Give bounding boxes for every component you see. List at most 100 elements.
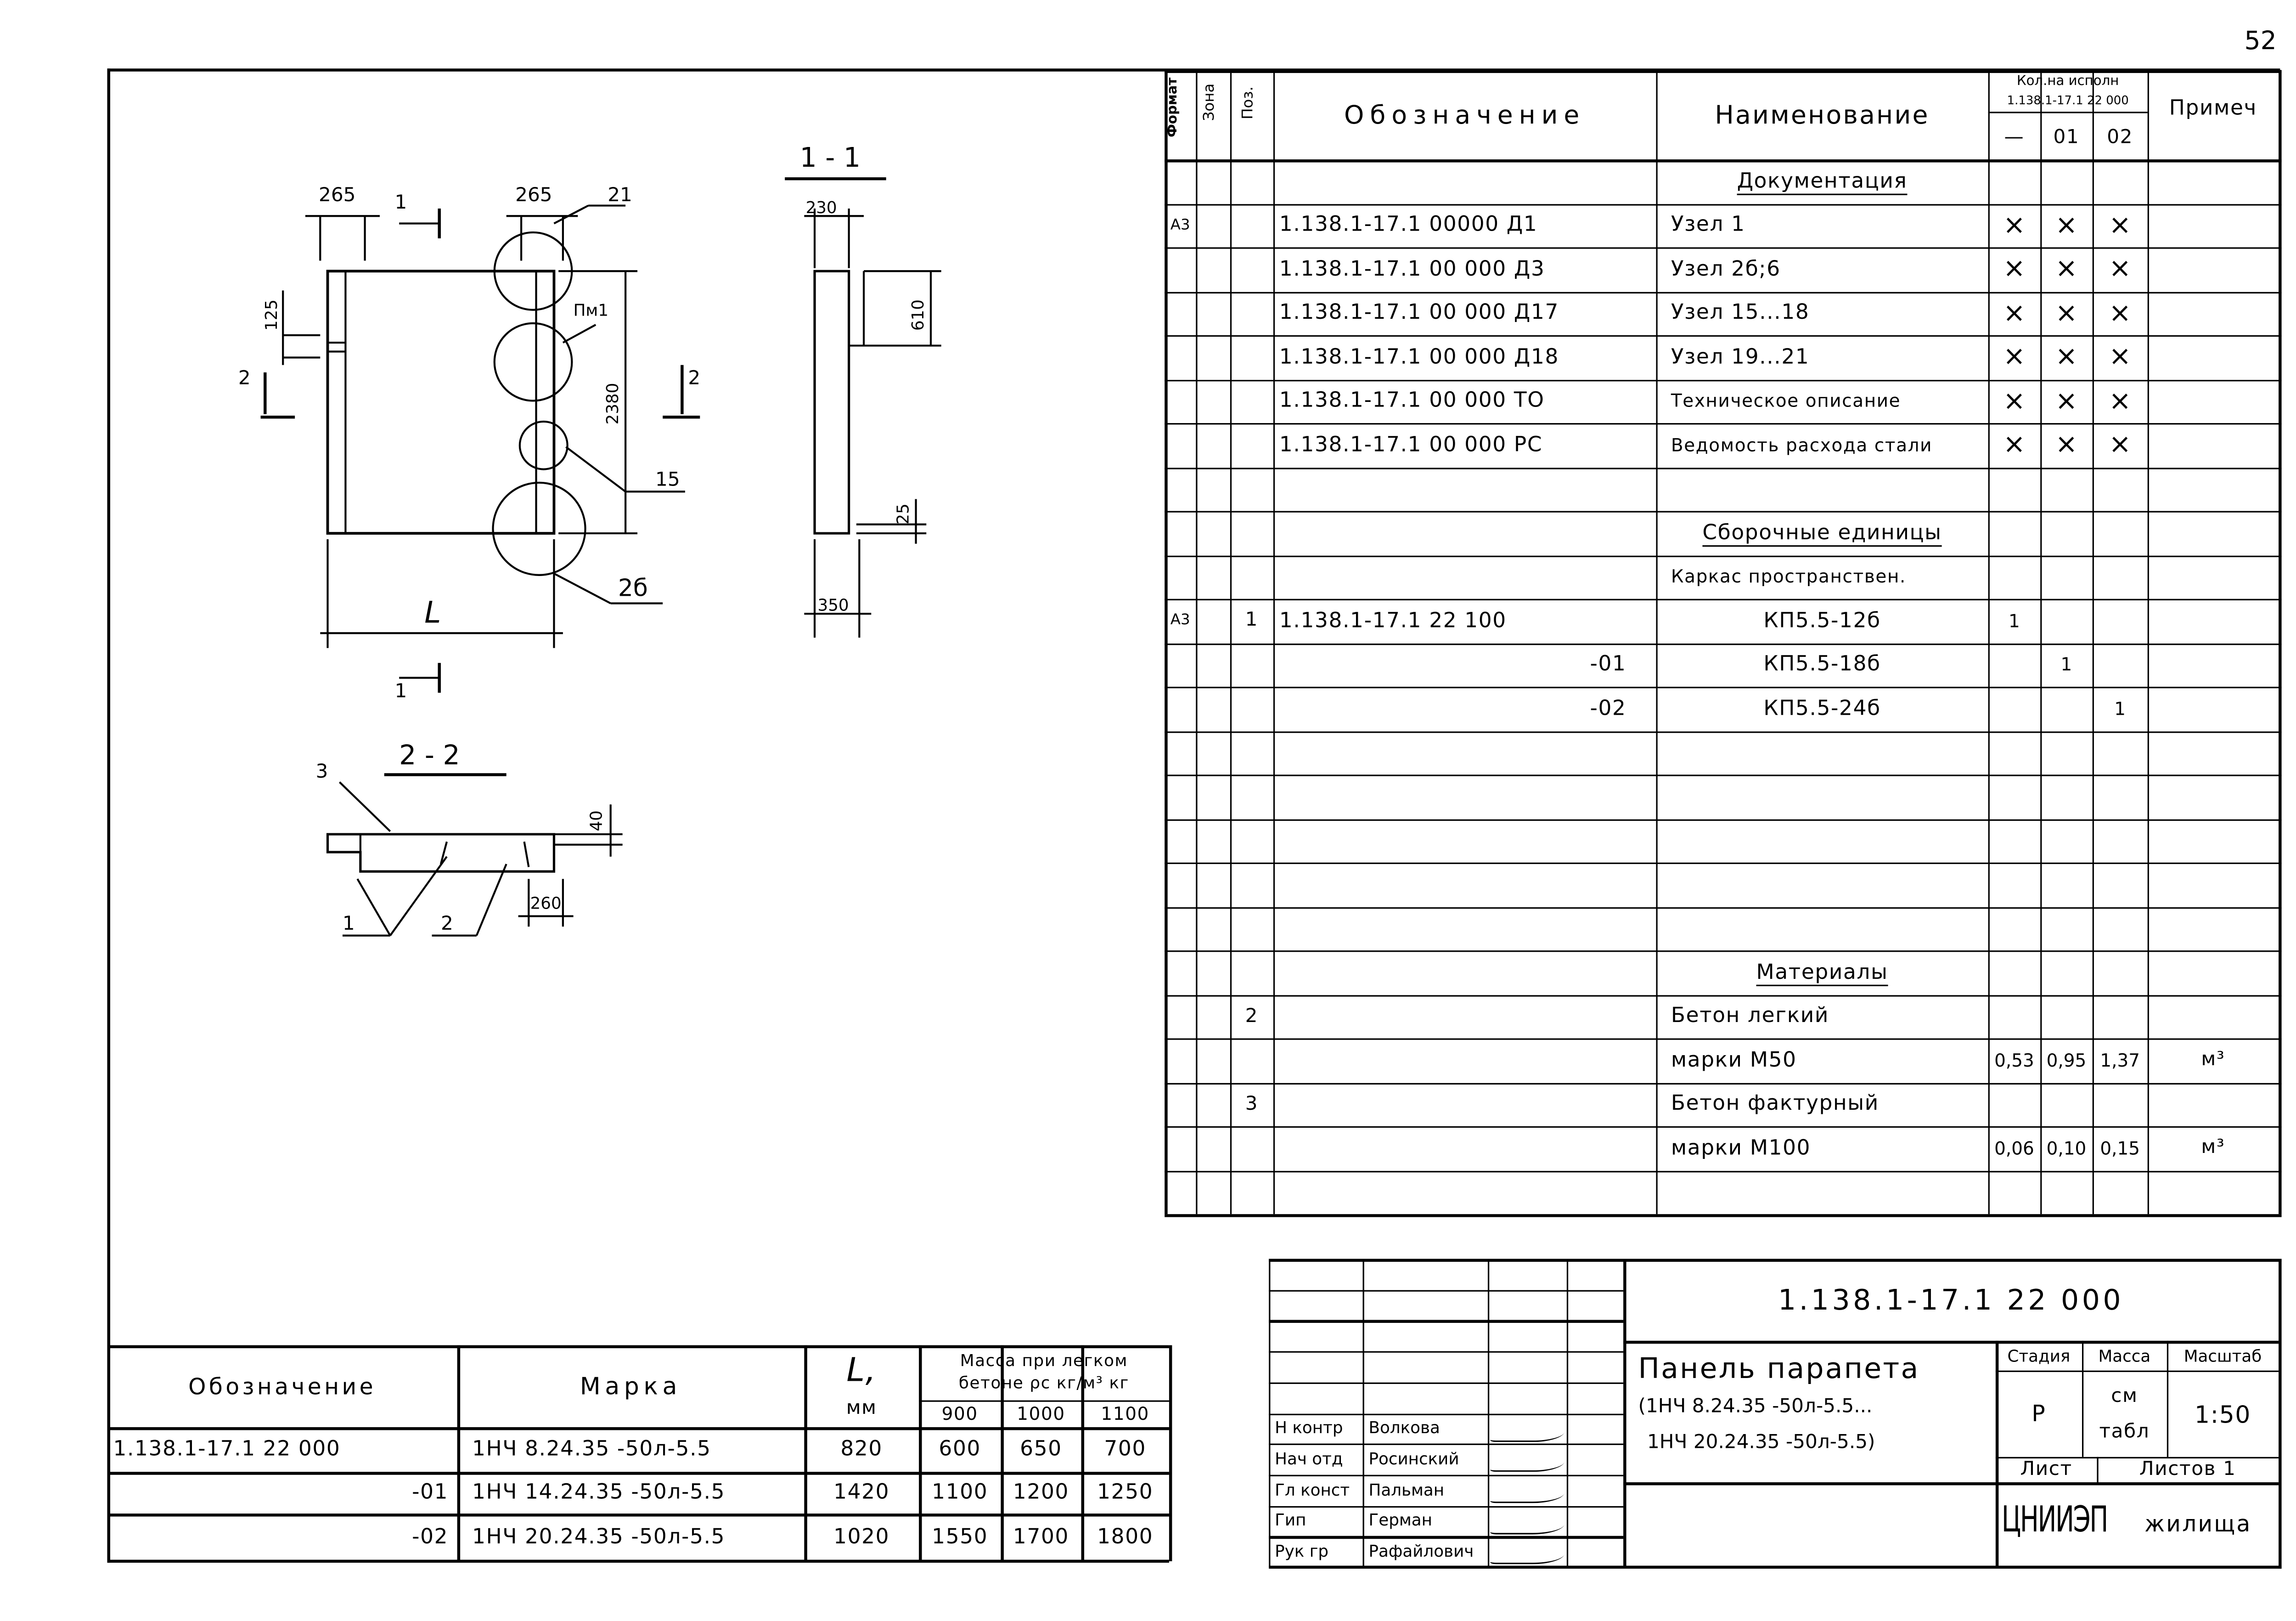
stage-value: Р	[2032, 1400, 2046, 1427]
spec-row-pos	[1230, 643, 1273, 687]
grid-line	[107, 1514, 1169, 1516]
spec-row-line	[1165, 379, 2282, 381]
spec-row-designation	[1273, 906, 1656, 950]
handwritten-signature	[1489, 1448, 1570, 1472]
spec-row-qty-2: ×	[2109, 385, 2132, 417]
spec-row-name: КП5.5-18б	[1763, 653, 1881, 677]
spec-row-line	[1165, 950, 2282, 953]
spec-row-pos	[1230, 731, 1273, 775]
grid-line	[2167, 1340, 2169, 1457]
dim-2380: 2380	[603, 383, 622, 425]
spec-row-qty-1	[2040, 1082, 2093, 1126]
spec-row-format	[1165, 950, 1196, 994]
spec-row-line	[1165, 291, 2282, 294]
grid-line	[1269, 1565, 2282, 1569]
spec-column-line	[2092, 70, 2094, 1214]
spec-row-designation	[1273, 159, 1656, 203]
spec-row-qty-1: 1	[2060, 654, 2072, 675]
spec-header-qty-2: 1.138.1-17.1 22 000	[2007, 94, 2129, 107]
section-2-2-title: 2 - 2	[399, 740, 460, 771]
spec-row-qty-0	[1988, 643, 2041, 687]
spec-row-qty-0	[1988, 950, 2041, 994]
marks-row-mass-0: 1100	[932, 1480, 988, 1505]
scale-label: Масштаб	[2183, 1346, 2262, 1366]
frame-left	[107, 68, 110, 1563]
section-heading: Документация	[1737, 169, 1908, 193]
marks-row-mass-0: 1550	[932, 1525, 988, 1549]
spec-row-qty-0: 0,06	[1994, 1137, 2034, 1159]
spec-row-designation	[1273, 467, 1656, 511]
stage-label: Стадия	[2007, 1346, 2071, 1366]
spec-row-name: Узел 15...18	[1671, 301, 1810, 325]
grid-line	[919, 1345, 921, 1561]
spec-row-qty-0	[1988, 511, 2041, 555]
spec-row-note	[2148, 1170, 2279, 1214]
length-label: L	[424, 596, 441, 630]
spec-row-note	[2148, 863, 2279, 907]
mass-value-2: табл	[2099, 1420, 2150, 1443]
spec-row-designation	[1273, 774, 1656, 819]
spec-row-note	[2148, 159, 2279, 203]
spec-row-pos	[1230, 291, 1273, 335]
spec-row-pos	[1230, 906, 1273, 950]
spec-row-designation	[1273, 863, 1656, 907]
grid-line	[107, 1472, 1169, 1474]
spec-row-qty-2	[2093, 643, 2148, 687]
spec-row-line	[1165, 1126, 2282, 1129]
spec-row-format	[1165, 423, 1196, 467]
spec-row-qty-1: 0,95	[2046, 1050, 2087, 1071]
signature-name: Герман	[1368, 1511, 1432, 1531]
node-circle-15	[518, 420, 568, 470]
spec-row-pos	[1230, 511, 1273, 555]
handwritten-signature	[1489, 1417, 1570, 1441]
node-circle-pm1	[493, 322, 573, 402]
marks-row-designation: -02	[412, 1525, 449, 1549]
spec-row-pos	[1230, 379, 1273, 423]
sheets-label: Листов 1	[2139, 1458, 2236, 1481]
section-heading: Сборочные единицы	[1702, 521, 1942, 545]
spec-row-designation: -02	[1590, 697, 1626, 721]
spec-row-name: Каркас пространствен.	[1671, 566, 1907, 587]
spec-row-qty-1	[2040, 863, 2093, 907]
signature-name: Рафайлович	[1368, 1542, 1474, 1562]
title-block-subtitle-1: (1НЧ 8.24.35 -50л-5.5...	[1638, 1395, 1873, 1418]
spec-row-qty-1	[2040, 906, 2093, 950]
spec-row-line	[1165, 467, 2282, 469]
spec-row-qty-1	[2040, 774, 2093, 819]
title-grid-column	[1623, 1259, 1626, 1567]
title-grid-row	[1269, 1413, 1624, 1415]
title-block-subtitle-2: 1НЧ 20.24.35 -50л-5.5)	[1647, 1431, 1875, 1454]
title-grid-row	[1269, 1351, 1624, 1354]
pos-label-3: 3	[316, 760, 328, 782]
spec-row-qty-1	[2040, 511, 2093, 555]
spec-row-qty-1	[2040, 819, 2093, 863]
spec-row-qty-0	[1988, 687, 2041, 731]
grid-line	[1995, 1370, 2279, 1372]
front-view	[260, 204, 700, 693]
marks-row-length: 1020	[833, 1525, 890, 1549]
marks-row-designation: -01	[412, 1480, 449, 1505]
signature-role: Рук гр	[1275, 1542, 1329, 1562]
spec-row-line	[1165, 994, 2282, 997]
dim-350: 350	[818, 596, 849, 615]
spec-row-pos	[1230, 863, 1273, 907]
spec-row-qty-1	[2040, 687, 2093, 731]
spec-row-qty-0: 0,53	[1994, 1050, 2034, 1071]
handwritten-signature	[1489, 1510, 1570, 1534]
marks-row-mark: 1НЧ 14.24.35 -50л-5.5	[472, 1480, 726, 1505]
spec-row-qty-2	[2093, 994, 2148, 1039]
dim-610: 610	[909, 299, 928, 331]
marks-row-mass-2: 1250	[1097, 1480, 1154, 1505]
node-circle-2b	[492, 481, 586, 576]
spec-row-qty-2	[2093, 863, 2148, 907]
marks-header-density-2: 1100	[1101, 1403, 1149, 1424]
dim-40: 40	[587, 810, 606, 831]
spec-column-line	[2147, 70, 2150, 1214]
marks-row-mass-2: 1800	[1097, 1525, 1154, 1549]
spec-header-note: Примеч	[2169, 96, 2257, 121]
marks-row-length: 1420	[833, 1480, 890, 1505]
spec-row-designation: -01	[1590, 653, 1626, 677]
marks-row-mass-2: 700	[1104, 1437, 1146, 1462]
signature-name: Росинский	[1368, 1449, 1459, 1469]
node-label-2b: 2б	[618, 574, 648, 602]
